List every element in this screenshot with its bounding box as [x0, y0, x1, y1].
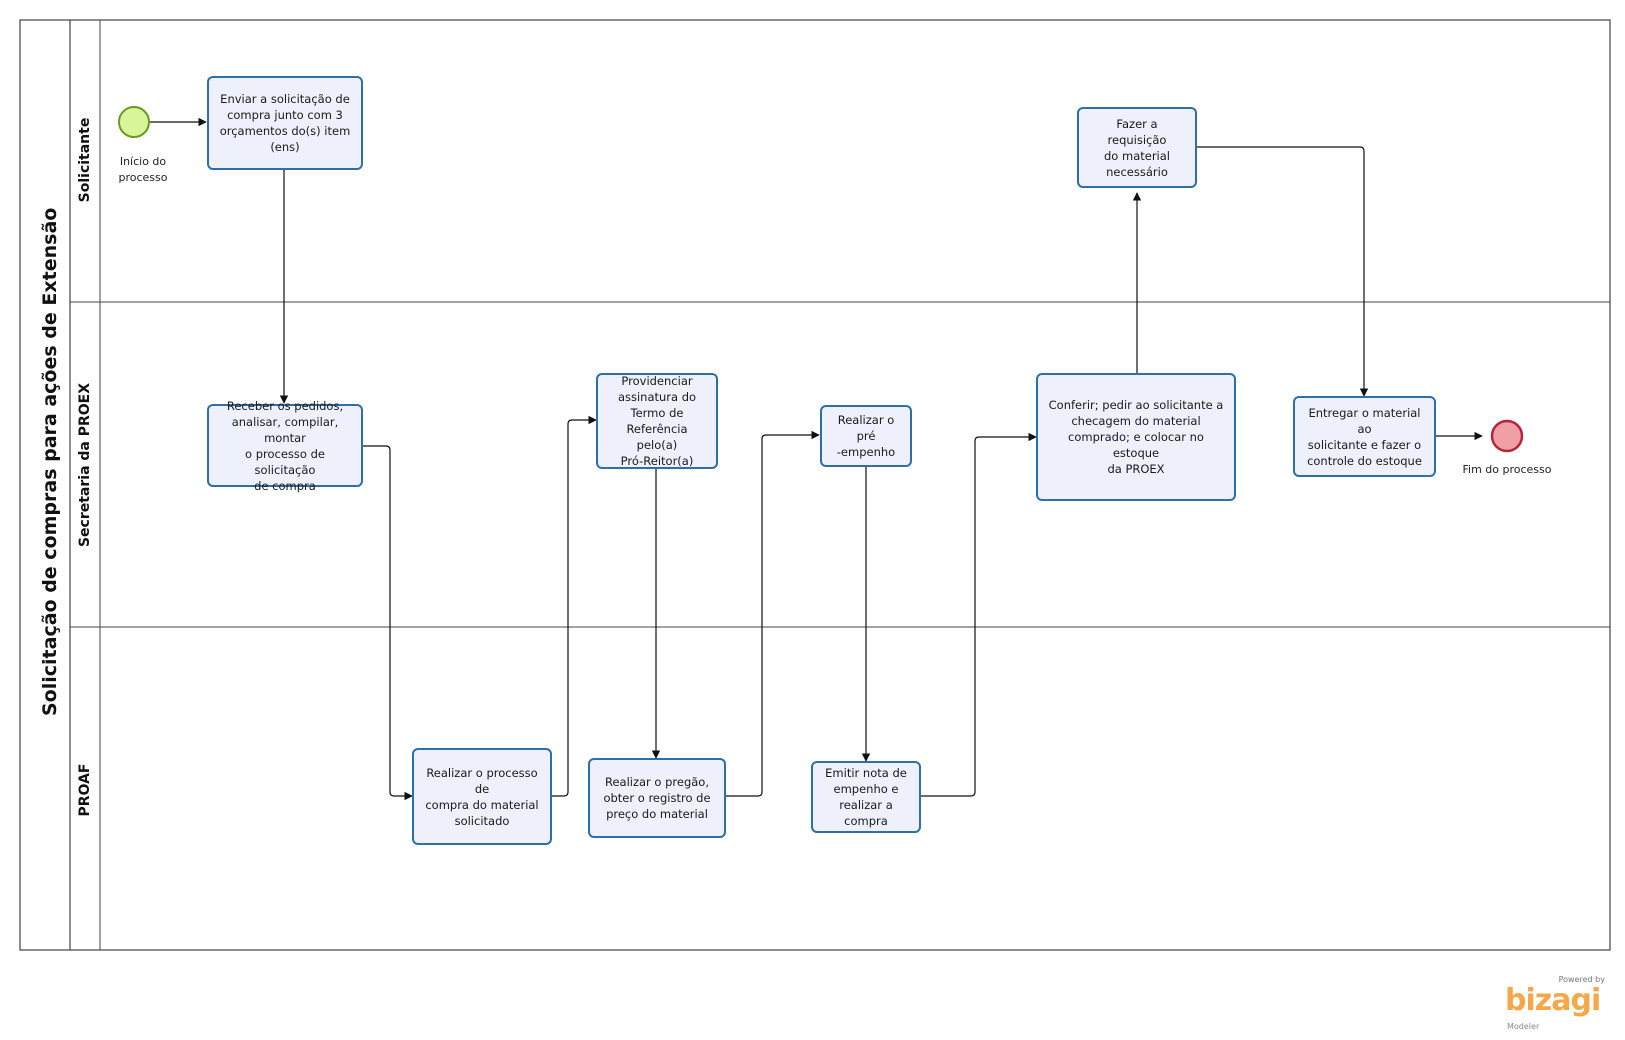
task-line: preço do material — [606, 807, 708, 821]
end-event-label: Fim do processo — [1462, 463, 1552, 476]
task-line: Emitir nota de — [825, 766, 907, 780]
flow-t7-to-t8 — [920, 432, 1037, 797]
task-line: Realizar o pré — [837, 413, 895, 443]
task-line: Realizar o pregão, — [604, 775, 710, 789]
pool-title: Solicitação de compras para ações de Ext… — [39, 207, 61, 716]
task-line: o processo de solicitação — [245, 446, 325, 477]
task-line: orçamentos do(s) item — [219, 124, 351, 138]
logo-powered-by: Powered by — [1558, 975, 1605, 984]
task-line: assinatura do — [617, 390, 697, 404]
logo-product: Modeler — [1507, 1022, 1540, 1031]
task-emitir-nota-empenho[interactable]: Emitir nota de empenho e realizar a compra — [811, 761, 921, 833]
task-receber-pedidos[interactable]: Receber os pedidos,analisar, compilar, m… — [207, 399, 363, 493]
task-line: Realizar o processo de — [426, 765, 538, 796]
task-line: Receber os pedidos, — [226, 398, 344, 413]
end-event[interactable] — [1490, 419, 1524, 453]
task-line: empenho e — [833, 782, 899, 796]
task-line: controle do estoque — [1307, 453, 1422, 468]
task-line: de compra — [254, 478, 316, 493]
task-line: da PROEX — [1107, 462, 1165, 476]
flow-t3-to-t4 — [551, 415, 597, 797]
task-line: checagem do material — [1071, 414, 1201, 428]
task-line: Providenciar — [621, 374, 693, 388]
start-event[interactable] — [118, 106, 150, 138]
task-line: necessário — [1106, 164, 1168, 179]
task-line: -empenho — [836, 445, 896, 459]
task-line: realizar a compra — [839, 798, 893, 828]
task-line: compra junto com 3 — [227, 108, 343, 122]
task-line: (ens) — [270, 140, 300, 154]
task-line: analisar, compilar, montar — [231, 414, 339, 445]
task-line: Entregar o material ao — [1308, 405, 1421, 436]
lane-title-secretaria: Secretaria da PROEX — [77, 382, 93, 548]
flow-t5-to-t6 — [725, 430, 820, 797]
task-enviar-solicitacao[interactable]: Enviar a solicitação de compra junto com … — [207, 76, 363, 170]
task-line: Pró-Reitor(a) — [620, 454, 694, 468]
task-line: obter o registro de — [603, 791, 711, 805]
bizagi-logo: Powered by bizagi Modeler — [1505, 975, 1605, 1035]
task-line: solicitante e fazer o — [1307, 437, 1422, 452]
task-line: solicitado — [454, 813, 510, 828]
task-line: Conferir; pedir ao solicitante a — [1048, 398, 1224, 412]
flow-t9-to-t10 — [1196, 146, 1369, 397]
lane-title-proaf: PROAF — [77, 763, 93, 817]
task-providenciar-assinatura[interactable]: Providenciar assinatura do Termo de Referên… — [596, 373, 718, 469]
task-line: Termo de — [630, 406, 684, 420]
task-line: Fazer a requisição — [1107, 116, 1167, 147]
task-conferir-material[interactable]: Conferir; pedir ao solicitante a checagem… — [1036, 373, 1236, 501]
task-realizar-pre-empenho[interactable]: Realizar o pré -empenho — [820, 405, 912, 467]
task-line: comprado; e colocar no estoque — [1068, 430, 1204, 460]
lane-title-solicitante: Solicitante — [77, 117, 93, 203]
task-realizar-pregao[interactable]: Realizar o pregão, obter o registro de pre… — [588, 758, 726, 838]
task-line: do material — [1104, 148, 1170, 163]
start-event-label: Início do processo — [118, 155, 168, 184]
logo-brand: bizagi — [1505, 983, 1601, 1018]
flow-t2-to-t3 — [362, 445, 413, 801]
task-line: Enviar a solicitação de — [220, 92, 350, 106]
pool-frame — [19, 19, 1611, 951]
task-line: Referência pelo(a) — [626, 422, 688, 452]
task-line: compra do material — [425, 797, 539, 812]
